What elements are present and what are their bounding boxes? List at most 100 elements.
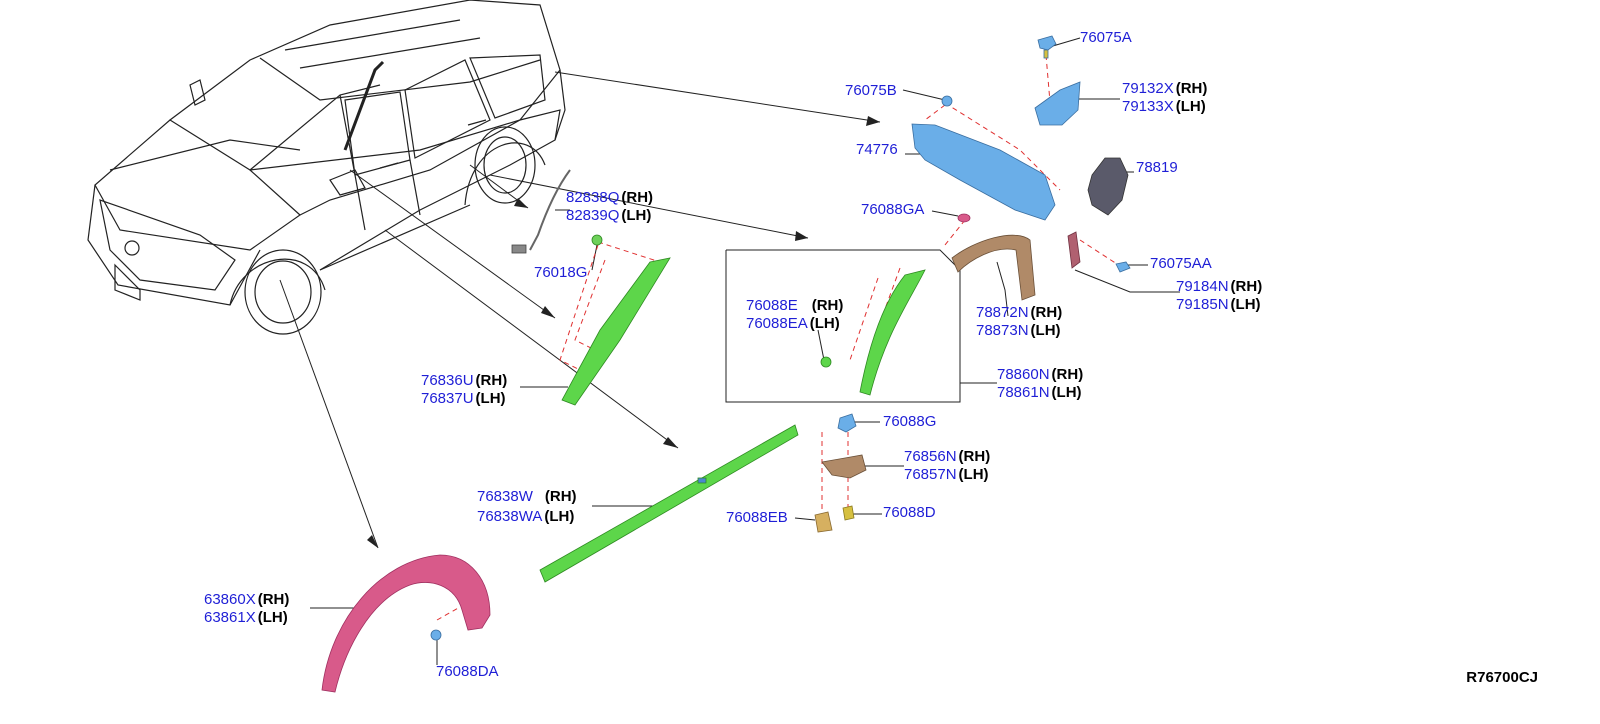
label-76836U: 76836U(RH) bbox=[421, 372, 507, 389]
label-76838WA: 76838WA(LH) bbox=[477, 508, 574, 525]
side-lh: (LH) bbox=[1030, 322, 1061, 339]
side-lh: (LH) bbox=[1051, 384, 1082, 401]
part-number: 76018G bbox=[534, 264, 588, 281]
side-rh: (RH) bbox=[1051, 366, 1084, 383]
inset-box bbox=[725, 249, 961, 403]
part-63860X bbox=[321, 554, 491, 693]
label-76837U: 76837U(LH) bbox=[421, 390, 506, 407]
vehicle-outline bbox=[87, 0, 566, 335]
label-76857N: 76857N(LH) bbox=[904, 466, 989, 483]
side-lh: (LH) bbox=[257, 609, 288, 626]
part-76836U bbox=[561, 257, 671, 406]
side-lh: (LH) bbox=[1230, 296, 1261, 313]
label-76075AA: 76075AA bbox=[1150, 255, 1212, 272]
label-79132X: 79132X(RH) bbox=[1122, 80, 1207, 97]
part-number: 76088EA bbox=[746, 315, 808, 332]
part-76088E bbox=[820, 356, 832, 368]
side-rh: (RH) bbox=[811, 297, 844, 314]
side-lh: (LH) bbox=[809, 315, 840, 332]
part-number: 76836U bbox=[421, 372, 474, 389]
side-lh: (LH) bbox=[1175, 98, 1206, 115]
label-74776: 74776 bbox=[856, 141, 898, 158]
part-76075B bbox=[941, 95, 953, 107]
label-76088EB: 76088EB bbox=[726, 509, 788, 526]
label-78861N: 78861N(LH) bbox=[997, 384, 1082, 401]
part-number: 78873N bbox=[976, 322, 1029, 339]
label-79133X: 79133X(LH) bbox=[1122, 98, 1206, 115]
label-63860X: 63860X(RH) bbox=[204, 591, 289, 608]
side-rh: (RH) bbox=[621, 189, 654, 206]
label-79185N: 79185N(LH) bbox=[1176, 296, 1261, 313]
label-76088G: 76088G bbox=[883, 413, 936, 430]
part-76088D bbox=[842, 505, 855, 521]
part-number: 76075A bbox=[1080, 29, 1132, 46]
label-82838Q: 82838Q(RH) bbox=[566, 189, 653, 206]
part-number: 76837U bbox=[421, 390, 474, 407]
part-78872N bbox=[951, 234, 1036, 301]
part-76075AA bbox=[1115, 261, 1131, 273]
part-79184N bbox=[1067, 231, 1081, 269]
part-number: 76088EB bbox=[726, 509, 788, 526]
label-76088DA: 76088DA bbox=[436, 663, 499, 680]
label-78872N: 78872N(RH) bbox=[976, 304, 1062, 321]
side-rh: (RH) bbox=[958, 448, 991, 465]
label-76018G: 76018G bbox=[534, 264, 587, 281]
part-number: 76856N bbox=[904, 448, 957, 465]
label-76856N: 76856N(RH) bbox=[904, 448, 990, 465]
part-number: 76075AA bbox=[1150, 255, 1212, 272]
callout-arrows bbox=[279, 71, 881, 549]
part-number: 78861N bbox=[997, 384, 1050, 401]
side-rh: (RH) bbox=[1230, 278, 1263, 295]
part-number: 63861X bbox=[204, 609, 256, 626]
part-79132X bbox=[1034, 81, 1081, 126]
part-76838W bbox=[539, 424, 799, 583]
part-number: 78819 bbox=[1136, 159, 1178, 176]
part-76088EB bbox=[814, 511, 833, 533]
part-number: 79132X bbox=[1122, 80, 1174, 97]
side-rh: (RH) bbox=[1030, 304, 1063, 321]
part-number: 76088G bbox=[883, 413, 937, 430]
label-76075B: 76075B bbox=[845, 82, 897, 99]
part-number: 82839Q bbox=[566, 207, 620, 224]
part-number: 79133X bbox=[1122, 98, 1174, 115]
label-63861X: 63861X(LH) bbox=[204, 609, 288, 626]
part-number: 79185N bbox=[1176, 296, 1229, 313]
side-rh: (RH) bbox=[475, 372, 508, 389]
arrow-heads bbox=[367, 116, 880, 548]
label-82839Q: 82839Q(LH) bbox=[566, 207, 651, 224]
part-76018G bbox=[591, 234, 603, 246]
label-76838W: 76838W (RH) bbox=[477, 488, 577, 505]
part-number: 74776 bbox=[856, 141, 898, 158]
leader-lines bbox=[310, 37, 1180, 665]
label-78860N: 78860N(RH) bbox=[997, 366, 1083, 383]
label-76075A: 76075A bbox=[1080, 29, 1132, 46]
label-76088E: 76088E (RH) bbox=[746, 297, 843, 314]
part-number: 79184N bbox=[1176, 278, 1229, 295]
part-number: 76838WA bbox=[477, 508, 543, 525]
part-76075A bbox=[1037, 35, 1057, 59]
part-number: 63860X bbox=[204, 591, 256, 608]
side-rh: (RH) bbox=[1175, 80, 1208, 97]
side-lh: (LH) bbox=[958, 466, 989, 483]
label-76088GA: 76088GA bbox=[861, 201, 924, 218]
label-79184N: 79184N(RH) bbox=[1176, 278, 1262, 295]
part-number: 76838W bbox=[477, 488, 533, 505]
part-number: 82838Q bbox=[566, 189, 620, 206]
part-number: 76088GA bbox=[861, 201, 925, 218]
label-78873N: 78873N(LH) bbox=[976, 322, 1061, 339]
part-number: 76857N bbox=[904, 466, 957, 483]
side-lh: (LH) bbox=[475, 390, 506, 407]
part-number: 76088DA bbox=[436, 663, 499, 680]
part-76088GA bbox=[957, 213, 971, 223]
side-rh: (RH) bbox=[544, 488, 577, 505]
side-rh: (RH) bbox=[257, 591, 290, 608]
label-76088D: 76088D bbox=[883, 504, 936, 521]
part-74776 bbox=[911, 123, 1056, 221]
label-78819: 78819 bbox=[1136, 159, 1178, 176]
side-lh: (LH) bbox=[544, 508, 575, 525]
part-78860N bbox=[859, 269, 926, 396]
part-number: 78860N bbox=[997, 366, 1050, 383]
part-number: 76088E bbox=[746, 297, 798, 314]
